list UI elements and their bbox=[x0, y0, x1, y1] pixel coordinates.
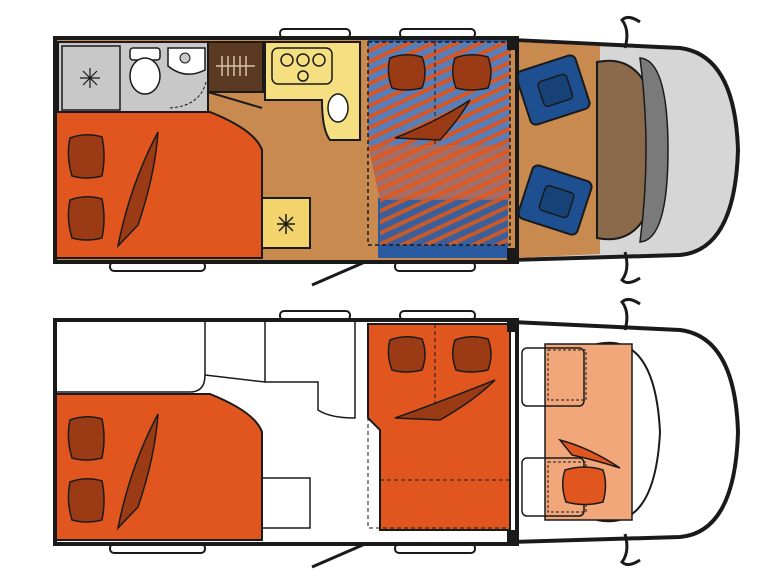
mirror-left bbox=[619, 297, 641, 331]
blanket-fold bbox=[116, 131, 159, 249]
blanket-fold bbox=[557, 438, 621, 469]
entrance-door bbox=[311, 542, 366, 569]
entrance-door bbox=[311, 260, 366, 287]
fridge-snowflake-icon bbox=[277, 214, 295, 234]
bulkhead-bottom bbox=[507, 530, 517, 544]
pillow bbox=[67, 134, 105, 179]
pillow bbox=[452, 336, 492, 373]
sink-icon bbox=[167, 47, 206, 75]
blanket-fold bbox=[394, 99, 471, 141]
cab-seat-passenger bbox=[517, 164, 593, 236]
mirror-right bbox=[619, 251, 641, 285]
pillow bbox=[387, 54, 426, 91]
dinette-bench-outline bbox=[367, 41, 511, 246]
dinette-bed-dashed bbox=[367, 323, 511, 529]
kitchen-outline bbox=[264, 322, 356, 419]
night-layout-view bbox=[53, 297, 741, 569]
drop-down-bed-bottom bbox=[380, 200, 508, 245]
rear-bed bbox=[54, 393, 263, 541]
blanket-fold bbox=[116, 413, 159, 531]
cab-seat-hidden bbox=[547, 349, 587, 401]
shower-icon bbox=[80, 68, 100, 88]
pillow bbox=[387, 336, 426, 373]
bathroom-door bbox=[169, 81, 207, 109]
wardrobe bbox=[207, 41, 264, 93]
rear-bed bbox=[54, 111, 263, 259]
bulkhead-top bbox=[507, 318, 517, 332]
blanket-fold bbox=[394, 379, 496, 421]
wardrobe-partition bbox=[204, 374, 266, 383]
day-layout-view bbox=[53, 15, 741, 287]
stove-icon bbox=[271, 47, 333, 85]
dashboard-grey bbox=[639, 57, 669, 243]
kitchen-sink-icon bbox=[327, 93, 349, 123]
pillow bbox=[67, 416, 105, 461]
bulkhead-top bbox=[507, 36, 517, 50]
mirror-right bbox=[619, 533, 641, 567]
cab-seat-driver bbox=[515, 54, 591, 126]
pillow bbox=[67, 478, 105, 523]
mirror-left bbox=[619, 15, 641, 49]
cab-seat-outline bbox=[521, 347, 585, 407]
pillow bbox=[452, 54, 492, 91]
hanger-icons bbox=[216, 56, 255, 76]
pillow bbox=[67, 196, 105, 241]
drop-down-bed-middle-stripes bbox=[368, 145, 510, 200]
toilet-icon bbox=[129, 47, 161, 95]
partition bbox=[207, 91, 263, 109]
bulkhead-bottom bbox=[507, 248, 517, 262]
pillow bbox=[562, 466, 607, 506]
